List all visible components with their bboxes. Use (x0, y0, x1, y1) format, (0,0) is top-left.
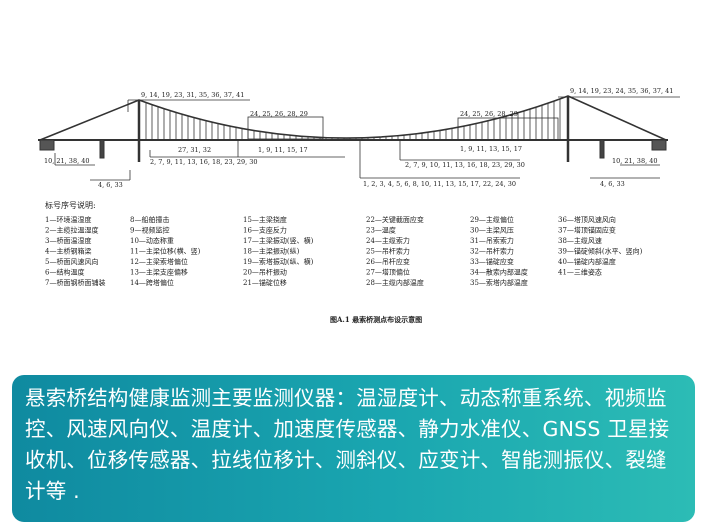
legend-item: 19—索塔振动(纵、横) (243, 257, 314, 266)
legend-item: 7—桥面钢桥面铺装 (45, 278, 105, 287)
legend-item: 18—主梁振动(纵) (243, 247, 300, 256)
legend-item: 37—塔顶锚固应变 (558, 226, 616, 235)
legend-item: 9—视频监控 (130, 226, 169, 235)
legend-item: 29—主缆偏位 (470, 215, 514, 224)
mid-left-lower-label: 2, 7, 9, 11, 13, 16, 18, 23, 29, 30 (150, 158, 258, 166)
right-pier (599, 139, 605, 159)
label-markers (54, 96, 680, 181)
legend-item: 10—动态称重 (130, 236, 174, 245)
legend-item: 35—索塔内部温度 (470, 278, 528, 287)
legend-item: 6—结构温度 (45, 268, 84, 277)
upper-mid-label-left: 24, 25, 26, 28, 29 (250, 110, 308, 118)
legend-item: 22—关键截面应变 (366, 215, 424, 224)
left-span-label: 27, 31, 32 (178, 146, 211, 154)
upper-mid-label-right: 24, 25, 26, 28, 29 (460, 110, 518, 118)
legend-item: 11—主梁位移(横、竖) (130, 247, 201, 256)
caption-text: 悬索桥结构健康监测主要监测仪器：温湿度计、动态称重系统、视频监控、风速风向仪、温… (25, 386, 670, 503)
legend-item: 4—主桥钢箱梁 (45, 247, 91, 256)
legend-item: 1—环境温湿度 (45, 215, 91, 224)
legend-item: 27—塔顶偏位 (366, 268, 410, 277)
legend-item: 21—锚碇位移 (243, 278, 287, 287)
legend-item: 34—散索内部温度 (470, 268, 528, 277)
right-anchor-label: 10, 21, 38, 40 (612, 157, 657, 165)
top-left-label: 9, 14, 19, 23, 31, 35, 36, 37, 41 (141, 91, 244, 99)
legend-item: 40—锚碇内部温度 (558, 257, 616, 266)
legend-title: 标号序号说明: (45, 200, 96, 210)
left-pier-label: 4, 6, 33 (98, 181, 123, 189)
legend-item: 13—主梁支座偏移 (130, 268, 188, 277)
legend-item: 2—主缆拉温湿度 (45, 226, 98, 235)
legend-item: 5—桥面风速风向 (45, 257, 98, 266)
legend-item: 32—吊杆索力 (470, 247, 514, 256)
caption-box: 悬索桥结构健康监测主要监测仪器：温湿度计、动态称重系统、视频监控、风速风向仪、温… (12, 375, 695, 522)
legend-item: 16—支座反力 (243, 226, 287, 235)
legend-item: 30—主梁风压 (470, 226, 514, 235)
legend-item: 25—吊杆索力 (366, 247, 410, 256)
bridge-structure (38, 95, 668, 162)
legend-item: 12—主梁索塔偏位 (130, 257, 188, 266)
legend-item: 15—主梁挠度 (243, 215, 287, 224)
mid-right-label: 1, 9, 11, 13, 15, 17 (460, 145, 522, 153)
legend-item: 24—主缆索力 (366, 236, 410, 245)
bottom-center-label: 1, 2, 3, 4, 5, 6, 8, 10, 11, 13, 15, 17,… (363, 180, 516, 188)
legend-item: 38—主缆风速 (558, 236, 602, 245)
figure-caption: 图A.1 悬索桥测点布设示意图 (330, 315, 422, 324)
legend-item: 36—塔顶风速风向 (558, 215, 616, 224)
legend-item: 26—吊杆应变 (366, 257, 410, 266)
legend-item: 20—吊杆振动 (243, 268, 287, 277)
main-cable (39, 95, 667, 141)
legend-item: 41—三维姿态 (558, 268, 602, 277)
diagram-labels: 9, 14, 19, 23, 31, 35, 36, 37, 41 9, 14,… (44, 87, 673, 189)
left-anchor-label: 10, 21, 38, 40 (44, 157, 89, 165)
legend-item: 28—主缆内部温度 (366, 278, 424, 287)
top-right-label: 9, 14, 19, 23, 24, 35, 36, 37, 41 (570, 87, 673, 95)
legend-item: 14—跨塔偏位 (130, 278, 174, 287)
legend-item: 17—主梁振动(竖、横) (243, 236, 314, 245)
right-pier-label: 4, 6, 33 (600, 180, 625, 188)
mid-left-label: 1, 9, 11, 15, 17 (258, 146, 308, 154)
legend-item: 23—温度 (366, 226, 396, 235)
legend-item: 31—吊索索力 (470, 236, 514, 245)
hangers (145, 98, 561, 140)
legend-item: 3—桥面温湿度 (45, 236, 91, 245)
mid-right-lower-label: 2, 7, 9, 10, 11, 13, 16, 18, 23, 29, 30 (405, 161, 525, 169)
suspension-bridge-monitoring-diagram: 9, 14, 19, 23, 31, 35, 36, 37, 41 9, 14,… (38, 87, 680, 324)
left-anchorage (39, 139, 55, 151)
right-anchorage (651, 139, 667, 151)
left-pier (99, 139, 105, 159)
legend-item: 33—锚碇应变 (470, 257, 514, 266)
legend-item: 39—锚碇倾斜(水平、竖向) (558, 247, 643, 256)
legend-item: 8—船舶撞击 (130, 215, 169, 224)
